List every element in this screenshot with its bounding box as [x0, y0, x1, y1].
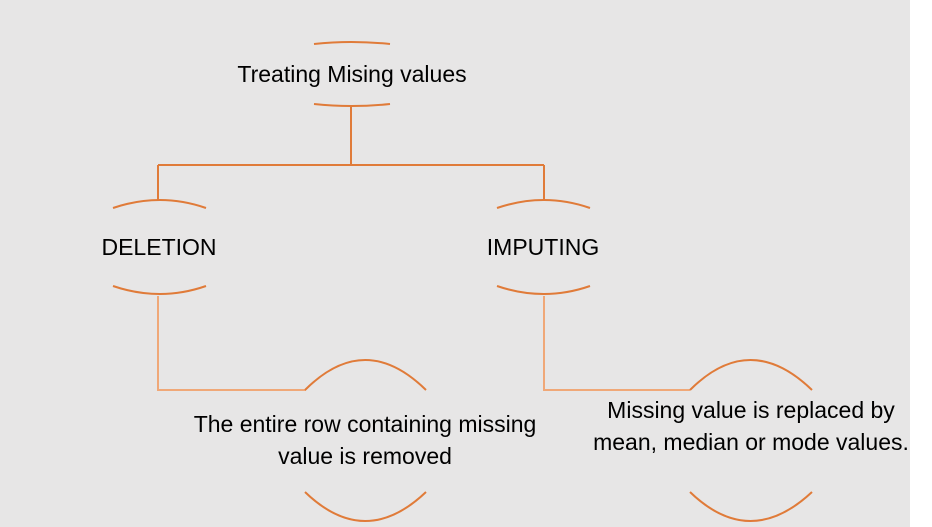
imputing-leaf-top-arc — [689, 359, 813, 391]
deletion-leaf-connector — [157, 296, 306, 391]
imputing-detail-label: Missing value is replaced by mean, media… — [593, 397, 909, 455]
root-top-arc — [313, 41, 391, 45]
deletion-detail-label: The entire row containing missing value … — [193, 411, 537, 469]
slide-background — [0, 0, 910, 527]
deletion-leaf-bottom-arc — [304, 491, 427, 522]
imputing-bottom-arc — [496, 285, 591, 295]
imputing-leaf-connector — [543, 296, 690, 391]
imputing-leaf-bottom-arc — [689, 491, 813, 522]
root-node-label: Treating Mising values — [237, 61, 467, 87]
imputing-node-label: IMPUTING — [486, 234, 600, 260]
deletion-bottom-arc — [112, 285, 207, 295]
deletion-leaf-top-arc — [304, 359, 427, 391]
deletion-top-arc — [112, 199, 207, 209]
imputing-top-arc — [496, 199, 591, 209]
root-bottom-arc — [313, 103, 391, 107]
deletion-node-label: DELETION — [101, 234, 217, 260]
